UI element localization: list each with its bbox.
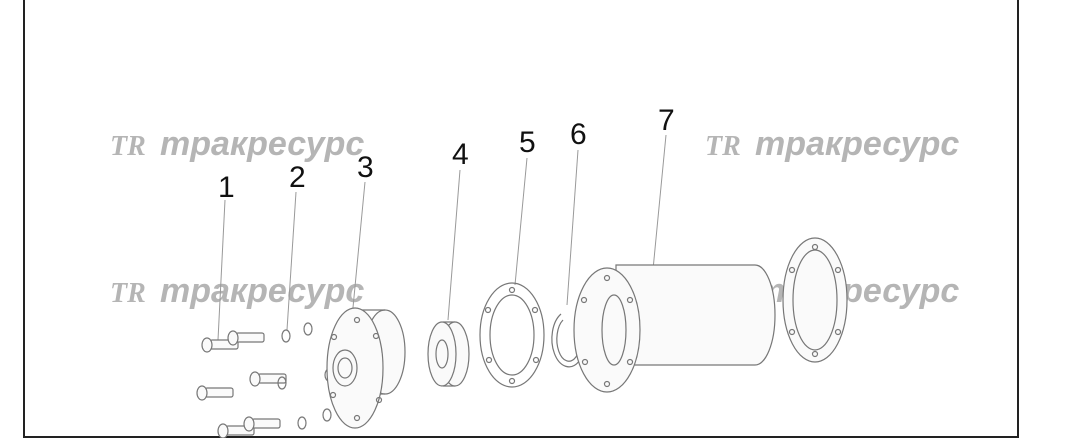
callout-5: 5 <box>519 126 536 159</box>
part-3-hub-flange <box>326 307 406 429</box>
frame-bottom-border <box>23 436 1019 438</box>
frame-right-border <box>1017 0 1019 438</box>
frame-left-border <box>23 0 25 438</box>
leader-line-2 <box>286 191 297 331</box>
part-7-housing <box>573 237 848 393</box>
leader-line-5 <box>514 157 528 286</box>
bolt <box>249 371 287 387</box>
callout-6: 6 <box>570 118 587 151</box>
watermark-logo: TR <box>110 278 146 309</box>
bolt <box>196 385 234 401</box>
callout-3: 3 <box>357 151 374 184</box>
leader-line-1 <box>217 199 226 341</box>
watermark-top-left: TR тракресурс <box>110 125 364 163</box>
part-5-gasket <box>479 282 545 388</box>
watermark-text: тракресурс <box>160 125 364 163</box>
callout-4: 4 <box>452 138 469 171</box>
callout-1: 1 <box>218 171 235 204</box>
watermark-text: тракресурс <box>160 272 364 310</box>
part-4-bushing <box>427 321 470 387</box>
watermark-logo: TR <box>705 131 741 162</box>
bolt <box>227 330 265 346</box>
leader-line-7 <box>651 134 667 281</box>
watermark-logo: TR <box>110 131 146 162</box>
leader-line-4 <box>447 169 461 321</box>
callout-7: 7 <box>658 104 675 137</box>
leader-line-6 <box>566 149 579 306</box>
watermark-text: тракресурс <box>755 125 959 163</box>
part-2-washers <box>277 322 334 430</box>
part-1-bolts <box>196 330 287 438</box>
bolt <box>243 416 281 432</box>
callout-2: 2 <box>289 161 306 194</box>
leader-line-3 <box>351 181 366 319</box>
watermark-top-right: TR тракресурс <box>705 125 959 163</box>
watermark-mid-left: TR тракресурс <box>110 272 364 310</box>
